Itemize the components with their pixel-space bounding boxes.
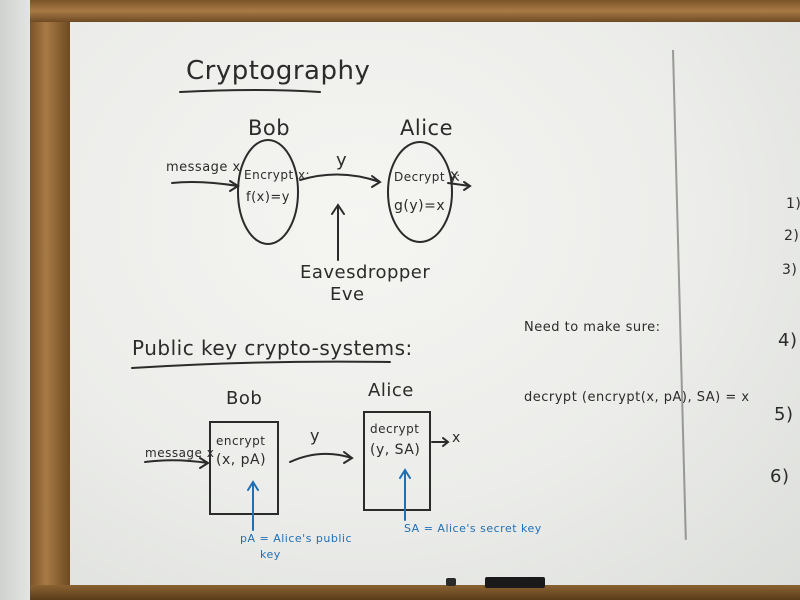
list-number-4: 4) <box>778 330 798 351</box>
alice-ellipse <box>387 141 453 243</box>
pa-annotation-line2: key <box>260 548 281 561</box>
bob-ellipse <box>237 139 299 245</box>
need-to-make-sure-label: Need to make sure: <box>524 320 661 335</box>
y-label-top: y <box>336 150 348 171</box>
list-number-3: 3) <box>782 262 798 278</box>
alice-box <box>363 411 431 511</box>
public-key-title: Public key crypto-systems: <box>132 336 413 360</box>
bob-label-bottom: Bob <box>226 388 263 409</box>
pa-annotation-line1: pA = Alice's public <box>240 532 353 545</box>
g-function-label: g(y)=x <box>394 198 446 214</box>
encrypt-label-top: Encrypt x: <box>244 168 311 182</box>
message-arrow-top <box>171 180 240 192</box>
pa-arrow <box>247 480 259 531</box>
list-number-5: 5) <box>774 404 794 425</box>
eve-label: Eve <box>330 284 365 305</box>
f-function-label: f(x)=y <box>246 190 290 205</box>
adjacent-whiteboard-edge <box>0 0 32 600</box>
cryptography-title: Cryptography <box>186 56 371 86</box>
x-output-bottom: x <box>452 430 461 446</box>
x-out-arrow-top <box>447 181 472 191</box>
whiteboard-frame-left <box>30 0 70 600</box>
marker-cap <box>446 578 456 586</box>
eavesdropper-label: Eavesdropper <box>300 262 431 283</box>
y-arrow-top <box>299 173 382 188</box>
alice-label-bottom: Alice <box>368 380 414 401</box>
decrypt-label-top: Decrypt y: <box>394 170 461 184</box>
sa-arrow <box>399 468 411 521</box>
decrypt-args-label: (y, SA) <box>370 442 421 458</box>
alice-label-top: Alice <box>400 116 454 140</box>
whiteboard-frame-bottom <box>30 585 800 600</box>
list-number-6: 6) <box>770 466 790 487</box>
y-label-bottom: y <box>310 426 320 445</box>
whiteboard-frame-top <box>30 0 800 22</box>
x-output-top: x <box>450 166 460 184</box>
decrypt-label-bottom: decrypt <box>370 422 420 436</box>
bob-label-top: Bob <box>248 116 291 140</box>
message-arrow-bottom <box>144 457 210 469</box>
pk-title-underline <box>131 360 391 369</box>
dry-erase-marker <box>485 577 545 588</box>
correctness-equation: decrypt (encrypt(x, pA), SA) = x <box>524 390 750 405</box>
sa-annotation: SA = Alice's secret key <box>404 522 542 535</box>
y-arrow-bottom <box>289 451 354 464</box>
title-underline <box>179 89 321 93</box>
message-label-top: message x <box>166 160 241 175</box>
encrypt-args-label: (x, pA) <box>216 452 267 468</box>
eve-arrow <box>331 203 345 261</box>
bob-box <box>209 421 279 515</box>
encrypt-label-bottom: encrypt <box>216 434 266 448</box>
x-out-arrow-bottom <box>431 437 450 447</box>
message-label-bottom: message x <box>145 446 215 460</box>
list-number-1: 1) <box>786 196 800 212</box>
list-number-2: 2) <box>784 228 800 244</box>
